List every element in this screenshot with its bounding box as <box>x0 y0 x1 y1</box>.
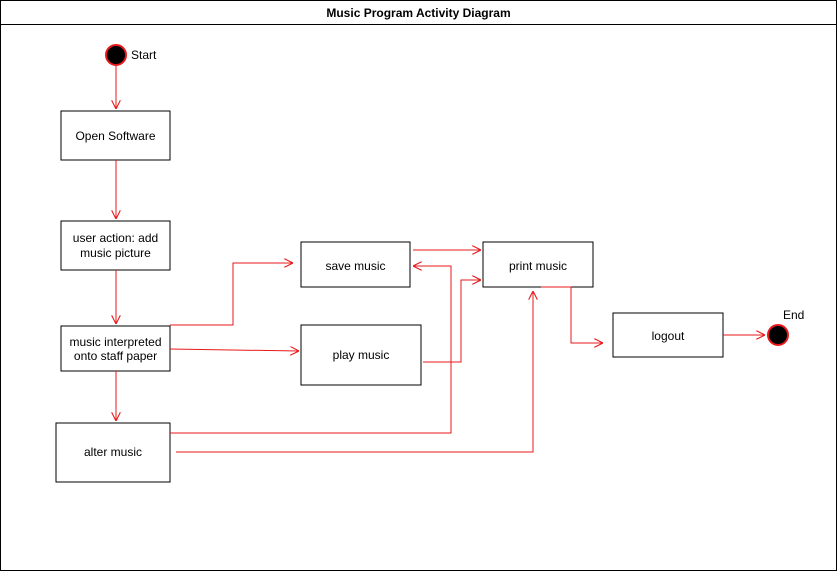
edge-interpreted-to-play <box>169 349 299 351</box>
edge-alter-to-save <box>170 266 452 434</box>
edge-interpreted-to-save <box>170 263 293 326</box>
edge-play-to-print <box>423 280 481 363</box>
activity-logout-label: logout <box>652 329 685 343</box>
activity-alter-music: alter music <box>55 422 171 483</box>
activity-open-software-label: Open Software <box>75 129 155 143</box>
activity-save-music-label: save music <box>325 259 385 273</box>
edge-alter-to-print <box>176 291 533 453</box>
activity-user-action-label-line1: user action: add <box>73 231 158 245</box>
activity-logout: logout <box>612 312 724 358</box>
activity-save-music: save music <box>300 241 411 288</box>
activity-music-interpreted-label-line1: music interpreted <box>69 335 161 349</box>
activity-music-interpreted: music interpreted onto staff paper <box>60 325 171 372</box>
activity-play-music: play music <box>300 324 422 386</box>
activity-print-music-label: print music <box>509 259 567 273</box>
activity-play-music-label: play music <box>333 348 390 362</box>
activity-user-action-label-line2: music picture <box>80 246 151 260</box>
activity-music-interpreted-label-line2: onto staff paper <box>74 349 157 363</box>
end-node <box>767 324 789 346</box>
activity-alter-music-label: alter music <box>84 445 142 459</box>
diagram-title: Music Program Activity Diagram <box>1 1 836 25</box>
activity-print-music: print music <box>482 241 594 288</box>
start-label: Start <box>131 48 157 62</box>
start-node <box>105 44 127 66</box>
activity-user-action: user action: add music picture <box>60 220 171 271</box>
end-label: End <box>783 308 804 322</box>
edge-print-to-logout <box>541 286 603 343</box>
activity-open-software: Open Software <box>60 110 171 161</box>
